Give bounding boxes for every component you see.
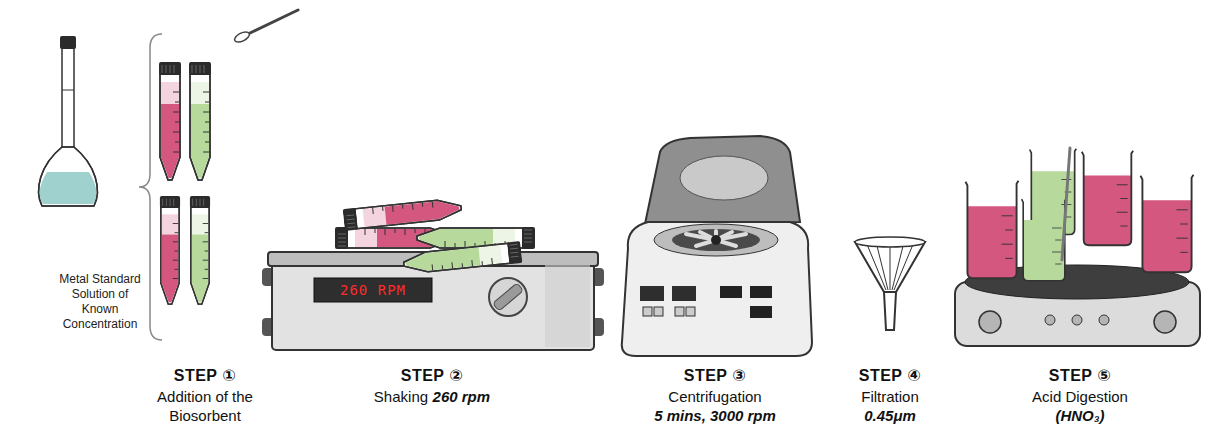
orbital-shaker-part xyxy=(272,262,594,350)
centrifuge-part xyxy=(654,307,663,316)
step-parameter-line: 5 mins, 3000 rpm xyxy=(654,406,776,425)
centrifuge-part xyxy=(643,307,652,316)
volumetric-flask-part xyxy=(39,147,98,206)
bracket xyxy=(139,34,162,340)
conical-tubes-part xyxy=(159,62,181,180)
spatula xyxy=(233,10,298,44)
filter-funnel-part xyxy=(884,292,896,330)
step-heading-line: STEP ⑤ xyxy=(1049,366,1112,385)
filter-funnel-part-part xyxy=(890,242,891,290)
step-description: 260 rpm xyxy=(433,388,491,405)
orbital-shaker-part xyxy=(545,265,590,347)
conical-tubes xyxy=(159,62,211,304)
step-heading-line: STEP ④ xyxy=(859,366,922,385)
filter-funnel-part xyxy=(855,237,925,247)
hot-plate-part xyxy=(1154,311,1176,333)
centrifuge-part xyxy=(672,229,760,251)
conical-tubes-part xyxy=(190,196,210,304)
beakers xyxy=(966,148,1194,281)
centrifuge-part xyxy=(654,224,778,256)
step-parameter: 5 mins, 3000 rpm xyxy=(654,407,776,424)
shaking-tubes xyxy=(335,197,535,275)
step-description-line: Addition of the Biosorbent xyxy=(139,387,271,425)
filter-funnel-part xyxy=(855,242,925,292)
step-parameter-line: (HNO₃) xyxy=(1055,406,1104,425)
centrifuge-part xyxy=(680,156,768,200)
step-heading-line: STEP ③ xyxy=(684,366,747,385)
volumetric-flask xyxy=(39,36,98,206)
shaking-tubes-part xyxy=(343,197,463,231)
centrifuge-part xyxy=(672,286,696,301)
step-heading-line: STEP ① xyxy=(174,366,237,385)
hot-plate-part xyxy=(1099,315,1109,325)
centrifuge-part xyxy=(686,307,695,316)
spatula-part xyxy=(233,30,251,44)
filter-funnel-part-part xyxy=(866,242,886,290)
display-readout: 260 RPM xyxy=(340,282,406,298)
conical-tubes-part xyxy=(189,62,211,180)
hot-plate-part xyxy=(1045,315,1055,325)
beakers-part xyxy=(1141,175,1194,272)
step-heading: STEP ① xyxy=(174,367,237,384)
hot-plate-part xyxy=(979,311,1001,333)
solution-note: Metal Standard Solution of Known Concent… xyxy=(59,272,140,331)
shaking-tubes-part xyxy=(403,241,523,275)
orbital-shaker-part xyxy=(489,278,527,316)
step-parameter-line: 0.45μm xyxy=(864,406,916,425)
centrifuge-part xyxy=(750,306,772,318)
step-parameter: 0.45μm xyxy=(864,407,916,424)
volumetric-flask-part xyxy=(39,147,98,206)
step-description-line: Acid Digestion xyxy=(1032,387,1128,406)
step-description-line: Centrifugation xyxy=(668,387,761,406)
step-description-line: Shaking 260 rpm xyxy=(374,387,490,406)
volumetric-flask-part xyxy=(62,48,74,148)
solution-note-line: Metal Standard Solution of Known Concent… xyxy=(53,272,147,332)
beakers-part xyxy=(1022,198,1067,280)
centrifuge-part xyxy=(720,286,742,298)
conical-tubes-part xyxy=(160,196,180,304)
centrifuge-part xyxy=(711,235,721,245)
step-description: Filtration xyxy=(861,388,919,405)
filter-funnel-part-part xyxy=(876,242,888,290)
step-description: Acid Digestion xyxy=(1032,388,1128,405)
volumetric-flask-part xyxy=(40,172,97,204)
centrifuge-part xyxy=(675,307,684,316)
step-heading: STEP ④ xyxy=(859,367,922,384)
step-description-line: Filtration xyxy=(861,387,919,406)
beakers-part xyxy=(1062,148,1070,260)
filter-funnel-part-part xyxy=(892,242,904,290)
hot-plate-part xyxy=(1072,315,1082,325)
beakers-part xyxy=(966,181,1019,278)
filter-funnel xyxy=(855,237,925,330)
centrifuge-part xyxy=(622,222,812,356)
filter-funnel-part-part xyxy=(894,242,914,290)
spatula-part xyxy=(248,10,298,34)
centrifuge-part xyxy=(686,231,746,246)
step-description: Addition of the Biosorbent xyxy=(157,388,253,424)
volumetric-flask-part xyxy=(60,36,76,49)
step-heading: STEP ③ xyxy=(684,367,747,384)
step-heading-line: STEP ② xyxy=(401,366,464,385)
centrifuge xyxy=(622,136,812,356)
centrifuge-part xyxy=(640,286,664,301)
centrifuge-part xyxy=(750,286,772,298)
orbital-shaker-part xyxy=(493,283,524,311)
step-heading: STEP ⑤ xyxy=(1049,367,1112,384)
display-readout-line: 260 RPM xyxy=(340,281,406,299)
filter-funnel-part xyxy=(866,242,914,290)
step-parameter: (HNO₃) xyxy=(1055,407,1104,424)
orbital-shaker-part xyxy=(314,278,432,302)
step-description: Shaking xyxy=(374,388,428,405)
step-heading: STEP ② xyxy=(401,367,464,384)
beakers-part xyxy=(1082,151,1133,245)
step-description: Centrifugation xyxy=(668,388,761,405)
centrifuge-part xyxy=(645,136,800,224)
volumetric-flask-part xyxy=(62,90,74,91)
